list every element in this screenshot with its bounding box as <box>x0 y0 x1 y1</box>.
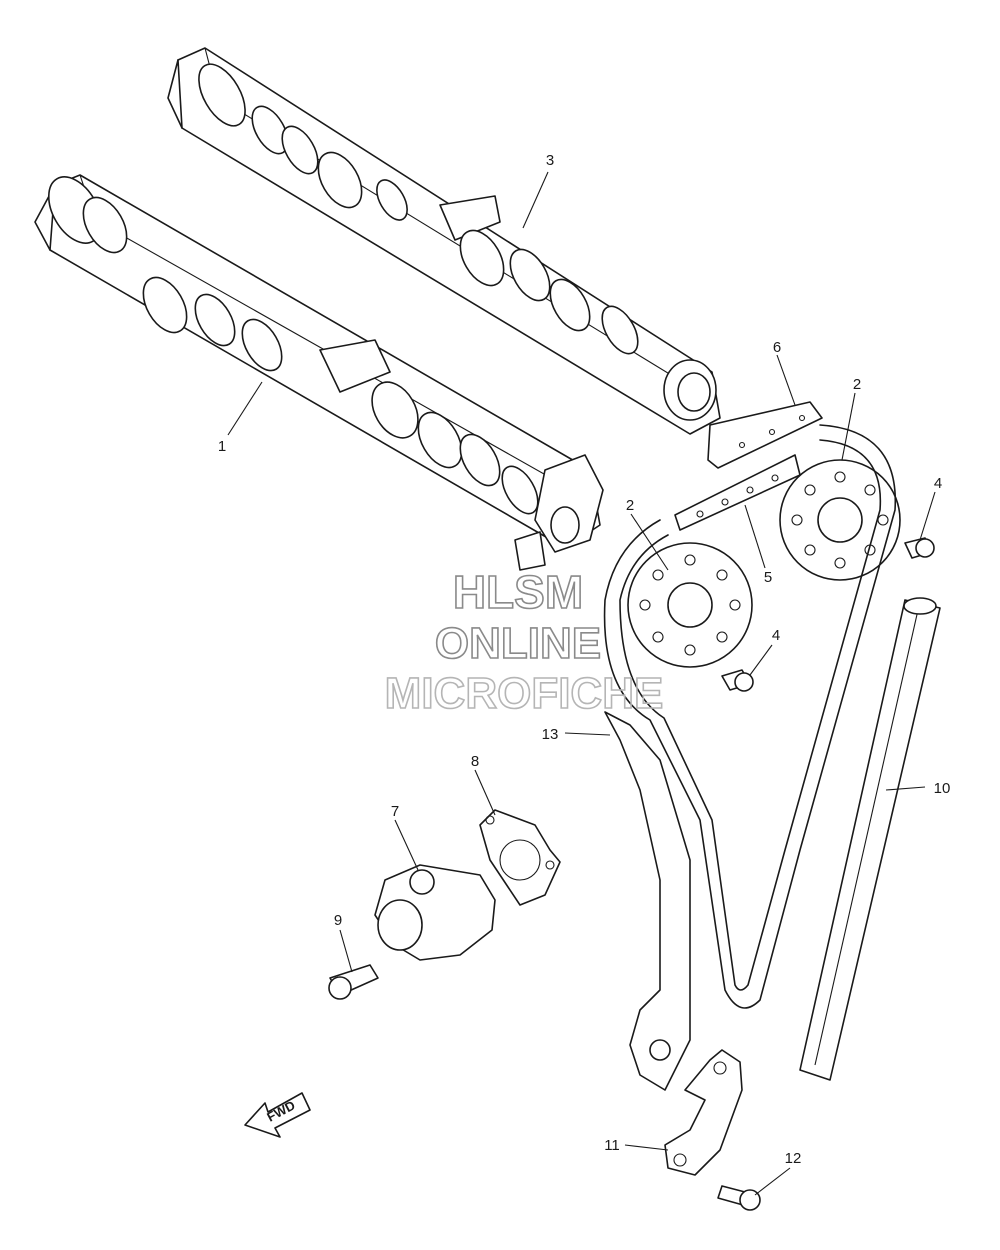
leader-lines <box>227 171 936 1196</box>
watermark-line-3: MICROFICHE <box>385 669 664 718</box>
watermark-line-2: ONLINE <box>435 619 601 668</box>
forward-direction-arrow: FWD <box>244 1092 311 1138</box>
camshaft-lower <box>34 174 604 571</box>
camshaft-upper <box>167 47 721 435</box>
tensioner-bolt <box>328 964 379 1000</box>
callout-8: 8 <box>471 753 479 770</box>
callout-4-lower: 4 <box>772 627 780 644</box>
callout-5: 5 <box>764 569 772 586</box>
callout-2-left: 2 <box>626 497 634 514</box>
callout-numbers: 1 3 6 2 2 4 5 4 13 8 7 10 9 11 12 <box>218 152 951 1167</box>
guide-bracket <box>664 1049 743 1176</box>
callout-6: 6 <box>773 339 781 356</box>
chain-tensioner-guide <box>604 711 691 1091</box>
tensioner-gasket <box>479 809 561 906</box>
watermark-line-1: HLSM <box>453 566 583 618</box>
cam-sprocket-left <box>627 542 753 668</box>
sprocket-bolt-lower <box>721 669 754 692</box>
callout-1: 1 <box>218 438 226 455</box>
callout-7: 7 <box>391 803 399 820</box>
callout-4-upper: 4 <box>934 475 942 492</box>
callout-12: 12 <box>785 1150 802 1167</box>
callout-2-right: 2 <box>853 376 861 393</box>
sprocket-bolt-upper <box>904 537 935 559</box>
watermark: HLSM ONLINE MICROFICHE <box>384 565 664 719</box>
cam-sprocket-right <box>779 459 901 581</box>
callout-10: 10 <box>934 780 951 797</box>
chain-guide-top <box>707 401 823 469</box>
callout-3: 3 <box>546 152 554 169</box>
cam-chain-loop <box>603 424 897 1009</box>
callout-11: 11 <box>604 1137 620 1154</box>
bracket-bolt <box>717 1185 761 1211</box>
chain-tensioner <box>374 864 496 961</box>
callout-13: 13 <box>542 726 559 743</box>
callout-9: 9 <box>334 912 342 929</box>
chain-guide-right <box>799 597 941 1081</box>
